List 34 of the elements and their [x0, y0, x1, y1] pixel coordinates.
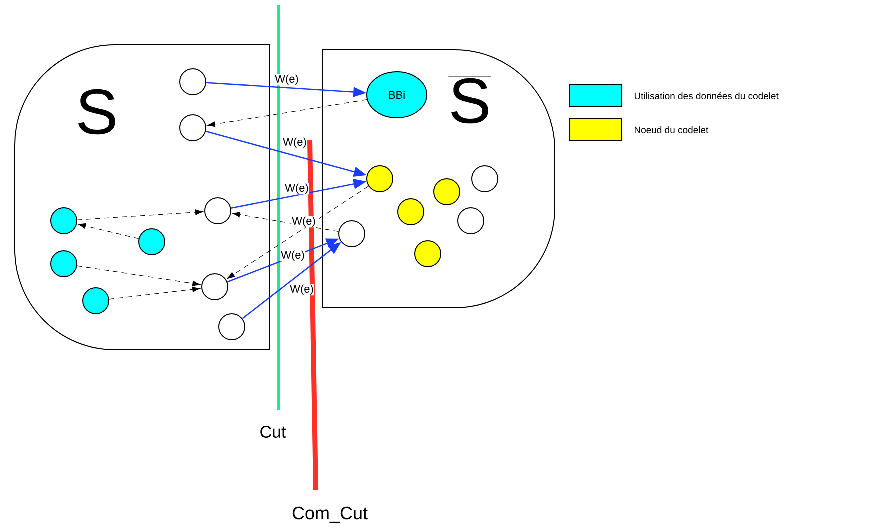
cut-label: Com_Cut	[292, 506, 368, 524]
edge-label: W(e)	[290, 284, 314, 296]
arrow	[78, 223, 140, 240]
circle-node	[414, 240, 442, 268]
circle-node	[338, 220, 366, 248]
legend-text: Utilisation des données du codelet	[634, 92, 779, 100]
edge-label: W(e)	[284, 183, 310, 195]
circle-node	[82, 288, 110, 314]
circle-node	[204, 198, 232, 224]
legend-text: Noeud du codelet	[635, 126, 709, 134]
circle-node	[218, 314, 246, 340]
edge-label: W(e)	[280, 250, 306, 262]
ellipse-node: BBi	[366, 72, 428, 118]
circle-node	[202, 274, 228, 300]
arrow	[77, 266, 201, 286]
circle-node	[50, 250, 78, 278]
edge-label: W(e)	[282, 137, 308, 149]
arrow	[109, 286, 201, 300]
circle-node	[180, 114, 206, 142]
circle-node	[434, 178, 460, 206]
arrow	[77, 210, 204, 220]
circle-node	[180, 68, 206, 96]
cut-label: Cut	[260, 426, 286, 438]
edge-label: W(e)	[292, 216, 316, 228]
circle-node	[50, 208, 78, 234]
circle-node	[138, 228, 166, 256]
circle-node	[398, 198, 424, 226]
edge-label: W(e)	[274, 74, 300, 86]
circle-node	[458, 208, 484, 234]
circle-node	[366, 166, 394, 192]
arrow	[207, 100, 368, 128]
arrow	[227, 186, 369, 280]
arrow	[232, 212, 339, 232]
circle-node	[472, 166, 498, 192]
